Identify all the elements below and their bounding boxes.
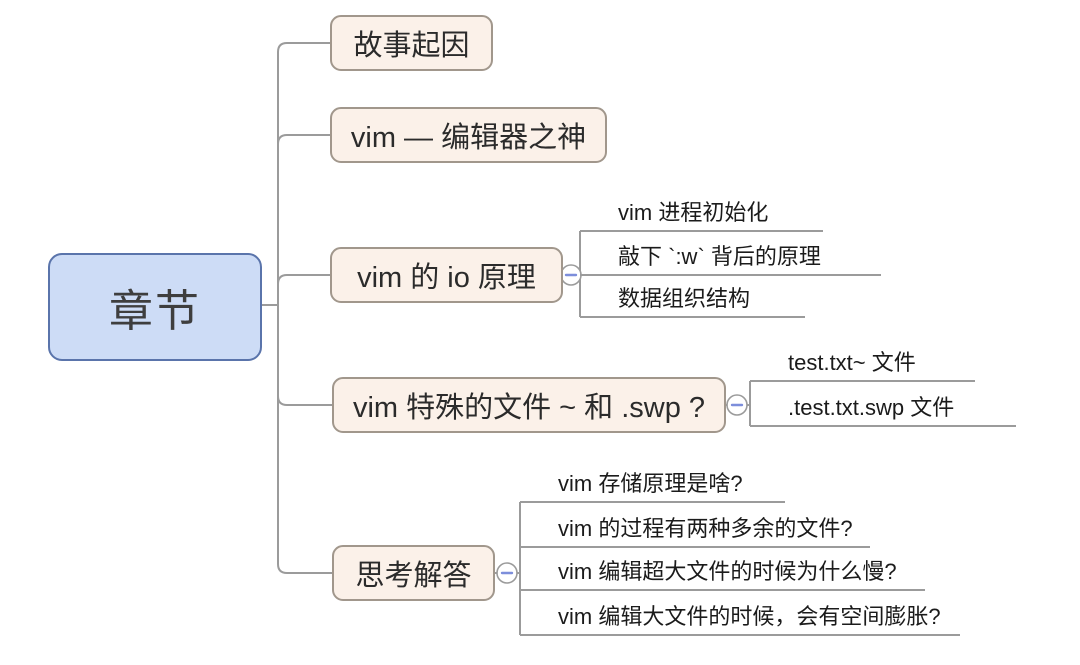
subtopic-node[interactable]: vim 编辑大文件的时候，会有空间膨胀?	[520, 602, 960, 636]
collapse-minus-icon[interactable]	[726, 394, 748, 416]
subtopic-node[interactable]: vim 编辑超大文件的时候为什么慢?	[520, 557, 925, 591]
branch-topic-vim-editor-god[interactable]: vim — 编辑器之神	[330, 107, 607, 163]
branch-topic-vim-io-principle[interactable]: vim 的 io 原理	[330, 247, 563, 303]
subtopic-node[interactable]: .test.txt.swp 文件	[750, 393, 1016, 427]
subtopic-node[interactable]: vim 的过程有两种多余的文件?	[520, 514, 870, 548]
subtopic-node[interactable]: vim 存储原理是啥?	[520, 469, 785, 503]
collapse-minus-icon[interactable]	[496, 562, 518, 584]
subtopic-node[interactable]: vim 进程初始化	[580, 198, 823, 232]
branch-topic-story-cause[interactable]: 故事起因	[330, 15, 493, 71]
subtopic-node[interactable]: 数据组织结构	[580, 284, 805, 318]
root-topic-node[interactable]: 章节	[48, 253, 262, 361]
branch-topic-vim-special-files[interactable]: vim 特殊的文件 ~ 和 .swp ?	[332, 377, 726, 433]
collapse-minus-icon[interactable]	[560, 264, 582, 286]
subtopic-node[interactable]: 敲下 `:w` 背后的原理	[580, 242, 881, 276]
subtopic-node[interactable]: test.txt~ 文件	[750, 348, 975, 382]
branch-topic-think-answer[interactable]: 思考解答	[332, 545, 495, 601]
